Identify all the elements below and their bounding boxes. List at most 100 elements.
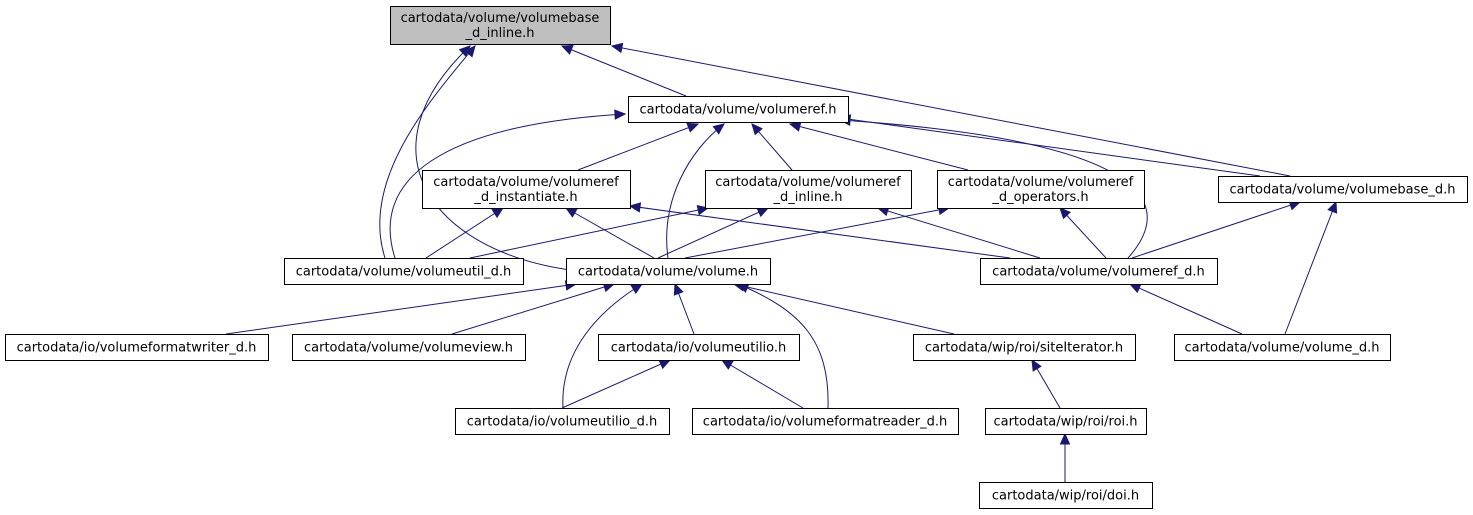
node-n3[interactable]: cartodata/volume/volumeref_d_inline.h	[705, 170, 912, 209]
node-label: cartodata/volume/volumeref_d.h	[992, 265, 1205, 280]
node-label: _d_instantiate.h	[473, 190, 577, 205]
node-n12[interactable]: cartodata/wip/roi/siteIterator.h	[913, 334, 1136, 361]
edge-n8-to-n4-arrowhead	[1059, 207, 1071, 220]
node-label: cartodata/volume/volumebase	[401, 11, 600, 26]
edge-n6-to-n2-arrowhead	[491, 207, 505, 219]
edge-n14-to-n11-arrowhead	[658, 359, 672, 370]
node-label: cartodata/wip/roi/roi.h	[993, 415, 1137, 430]
edge-n12-to-n7-line	[733, 283, 955, 335]
edge-n9-to-n7	[225, 280, 578, 335]
edge-n7-to-n2	[564, 207, 655, 259]
edge-n5-to-n0-arrowhead	[610, 42, 624, 54]
edge-n8-to-n4-line	[1059, 207, 1107, 259]
node-box	[937, 170, 1145, 209]
edge-n14-to-n7-line	[562, 283, 643, 409]
node-label: cartodata/volume/volumeref	[433, 175, 619, 190]
node-n17[interactable]: cartodata/wip/roi/doi.h	[979, 482, 1153, 509]
node-n9[interactable]: cartodata/io/volumeformatwriter_d.h	[5, 334, 269, 361]
node-label: _d_operators.h	[991, 190, 1088, 205]
edge-n12-to-n7	[732, 281, 955, 335]
edge-n15-to-n11-arrowhead	[720, 359, 734, 370]
nodes-layer: cartodata/volume/volumebase_d_inline.hca…	[5, 6, 1468, 509]
node-label: _d_inline.h	[465, 26, 535, 41]
edge-n7-to-n1-arrowhead	[712, 123, 725, 135]
node-n13[interactable]: cartodata/volume/volume_d.h	[1174, 334, 1391, 361]
edge-n1-to-n0-arrowhead	[560, 45, 574, 55]
node-label: cartodata/volume/volume.h	[578, 265, 758, 280]
node-box	[628, 96, 849, 123]
edge-n5-to-n0-line	[611, 45, 1291, 177]
edge-n10-to-n7-line	[451, 283, 615, 335]
node-box	[979, 482, 1153, 509]
node-n11[interactable]: cartodata/io/volumeutilio.h	[598, 334, 800, 361]
edge-n7-to-n2-arrowhead	[564, 207, 578, 218]
edge-n5-to-n0	[610, 42, 1291, 177]
node-label: cartodata/io/volumeutilio_d.h	[467, 415, 658, 430]
node-box	[566, 258, 771, 285]
node-label: cartodata/wip/roi/siteIterator.h	[925, 341, 1123, 356]
node-label: cartodata/volume/volumeref	[948, 175, 1134, 190]
node-n7[interactable]: cartodata/volume/volume.h	[566, 258, 771, 285]
edge-n14-to-n11-line	[561, 359, 671, 409]
edge-n13-to-n5-arrowhead	[1327, 200, 1338, 214]
edge-n6-to-n2-line	[425, 207, 504, 259]
node-n8[interactable]: cartodata/volume/volumeref_d.h	[980, 258, 1218, 285]
node-box	[1218, 176, 1468, 203]
edge-n2-to-n1	[577, 122, 700, 171]
node-n5[interactable]: cartodata/volume/volumebase_d.h	[1218, 176, 1468, 203]
edge-n8-to-n5-line	[1131, 201, 1301, 259]
edge-n6-to-n1-line	[389, 113, 626, 259]
node-n1[interactable]: cartodata/volume/volumeref.h	[628, 96, 849, 123]
edge-n7-to-n0-line	[415, 45, 571, 271]
node-n10[interactable]: cartodata/volume/volumeview.h	[292, 334, 526, 361]
node-n6[interactable]: cartodata/volume/volumeutil_d.h	[284, 258, 524, 285]
edge-n5-to-n1	[838, 114, 1261, 177]
edge-n8-to-n5	[1131, 200, 1302, 259]
edge-n7-to-n3-arrowhead	[756, 207, 770, 218]
edge-n17-to-n16-arrowhead	[1059, 432, 1071, 445]
node-box	[692, 408, 959, 435]
node-n16[interactable]: cartodata/wip/roi/roi.h	[985, 408, 1147, 435]
node-label: cartodata/volume/volumeref	[715, 175, 901, 190]
edge-n7-to-n1-line	[666, 123, 725, 259]
node-n4[interactable]: cartodata/volume/volumeref_d_operators.h	[937, 170, 1145, 209]
node-box	[980, 258, 1218, 285]
edge-n7-to-n3-line	[657, 207, 769, 259]
node-box	[292, 334, 526, 361]
node-label: cartodata/wip/roi/doi.h	[992, 489, 1139, 504]
node-n0: cartodata/volume/volumebase_d_inline.h	[390, 6, 611, 45]
edge-n3-to-n1-arrowhead	[751, 123, 763, 136]
edge-n11-to-n7-arrowhead	[673, 282, 684, 296]
node-box	[5, 334, 269, 361]
edge-n7-to-n4-line	[684, 207, 950, 259]
edge-n6-to-n1	[389, 109, 627, 259]
edge-n6-to-n0-arrowhead	[464, 45, 476, 58]
edge-n11-to-n7	[673, 282, 695, 335]
node-box	[455, 408, 670, 435]
node-label: cartodata/volume/volumeref.h	[640, 103, 837, 118]
edge-n2-to-n1-line	[577, 123, 699, 171]
node-label: cartodata/io/volumeutilio.h	[611, 341, 787, 356]
edge-n13-to-n5-line	[1284, 201, 1337, 335]
node-n15[interactable]: cartodata/io/volumeformatreader_d.h	[692, 408, 959, 435]
edge-n7-to-n0-arrowhead	[458, 45, 471, 58]
edge-n6-to-n1-arrowhead	[614, 109, 627, 120]
edge-n5-to-n1-line	[839, 117, 1261, 177]
node-label: cartodata/volume/volumeview.h	[304, 341, 513, 356]
node-label: cartodata/volume/volume_d.h	[1185, 341, 1380, 356]
node-box	[705, 170, 912, 209]
node-box	[985, 408, 1147, 435]
edge-n15-to-n11-line	[721, 359, 804, 409]
edge-n7-to-n1	[666, 123, 725, 259]
node-label: _d_inline.h	[773, 190, 843, 205]
edge-n13-to-n8-line	[1129, 283, 1243, 335]
node-n2[interactable]: cartodata/volume/volumeref_d_instantiate…	[422, 170, 631, 209]
edge-n3-to-n1	[751, 123, 793, 171]
node-label: cartodata/volume/volumeutil_d.h	[296, 265, 512, 280]
edge-n15-to-n7-line	[737, 283, 829, 409]
edge-n14-to-n7-arrowhead	[630, 283, 644, 295]
node-n14[interactable]: cartodata/io/volumeutilio_d.h	[455, 408, 670, 435]
edge-n1-to-n0-line	[561, 45, 687, 97]
edge-n8-to-n4	[1059, 207, 1107, 259]
